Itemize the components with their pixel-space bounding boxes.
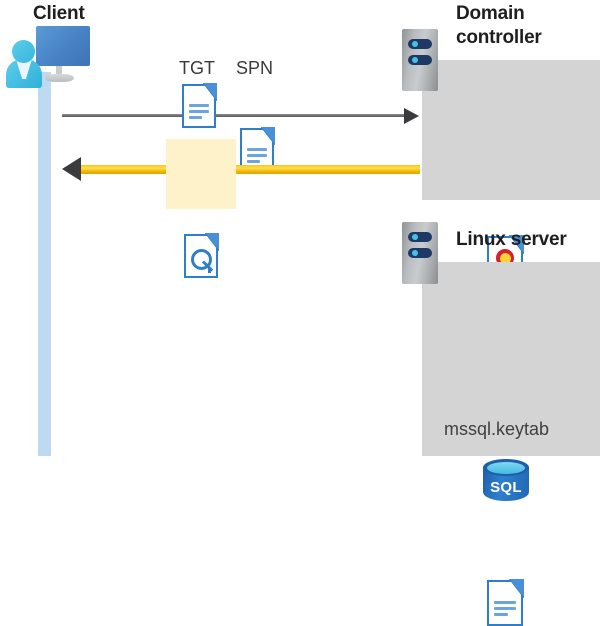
cylinder-top-inner bbox=[487, 462, 525, 474]
response-arrow-line bbox=[72, 165, 420, 174]
request-arrow-line bbox=[62, 114, 410, 117]
monitor-screen bbox=[36, 26, 90, 66]
monitor-neck bbox=[56, 66, 62, 76]
server-status-dot bbox=[412, 41, 418, 47]
domain-controller-server-icon bbox=[402, 29, 438, 91]
doc-line bbox=[247, 148, 267, 151]
server-status-dot bbox=[412, 250, 418, 256]
doc-line bbox=[494, 613, 508, 616]
doc-line bbox=[189, 116, 202, 119]
certificate-document-icon bbox=[487, 235, 524, 282]
service-ticket-highlight bbox=[166, 139, 236, 209]
doc-line bbox=[189, 110, 209, 113]
server-bar bbox=[408, 55, 432, 65]
key-document-icon bbox=[184, 233, 219, 278]
client-lifeline bbox=[38, 72, 51, 456]
response-arrowhead-icon bbox=[62, 157, 81, 181]
tgt-document-icon bbox=[182, 83, 217, 128]
server-bar bbox=[408, 39, 432, 49]
key-tooth bbox=[208, 267, 211, 273]
server-status-dot bbox=[412, 234, 418, 240]
sql-database-icon: SQL bbox=[483, 459, 529, 509]
client-title: Client bbox=[33, 3, 85, 24]
keytab-document-icon bbox=[487, 579, 524, 626]
server-status-dot bbox=[412, 57, 418, 63]
doc-line bbox=[247, 154, 267, 157]
linux-server-icon bbox=[402, 222, 438, 284]
key-ring bbox=[191, 249, 212, 270]
sql-label: SQL bbox=[490, 479, 522, 496]
request-arrowhead-icon bbox=[404, 108, 419, 124]
linux-server-title: Linux server bbox=[456, 229, 567, 250]
person-head bbox=[12, 40, 35, 63]
domain-controller-title-line1: Domain bbox=[456, 3, 525, 24]
keytab-file-label: mssql.keytab bbox=[444, 419, 550, 439]
client-workstation-icon bbox=[6, 26, 90, 88]
doc-line bbox=[189, 104, 209, 107]
doc-line bbox=[247, 160, 260, 163]
monitor-base bbox=[45, 74, 74, 82]
seal-inner bbox=[499, 252, 511, 264]
tgt-label: TGT bbox=[179, 58, 215, 78]
doc-line bbox=[494, 607, 516, 610]
server-bar bbox=[408, 248, 432, 258]
domain-controller-title-line2: controller bbox=[456, 27, 542, 48]
linux-server-panel bbox=[422, 262, 600, 456]
domain-controller-panel bbox=[422, 60, 600, 200]
doc-line bbox=[494, 601, 516, 604]
spn-label: SPN bbox=[236, 58, 274, 78]
server-bar bbox=[408, 232, 432, 242]
